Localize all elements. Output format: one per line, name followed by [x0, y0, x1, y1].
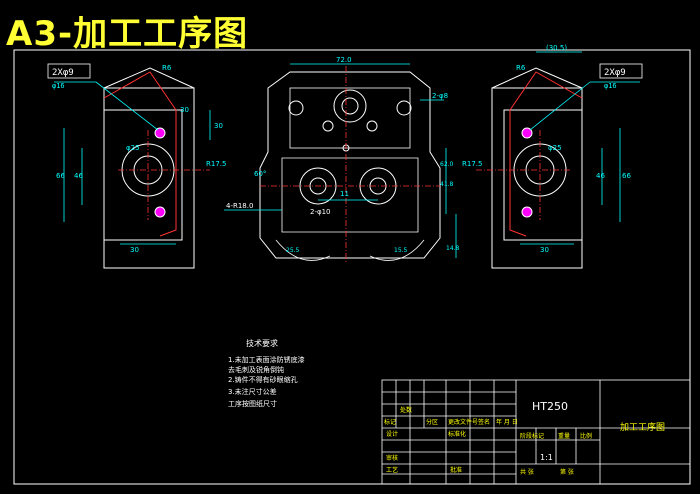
tb-mark-label: 标记: [384, 418, 396, 426]
front-right-vertical-c: 14.8: [446, 245, 460, 252]
front-view: 72.0 2-φ8 62.0 41.8 14.8 4-R18.0 60° 11 …: [224, 56, 460, 262]
tb-signature-label: 签名: [478, 418, 490, 426]
front-left-bore: [299, 167, 337, 205]
tb-sheet-no-label: 第 张: [560, 468, 574, 476]
left-top-slant-dim: 30: [180, 106, 189, 114]
right-hole-count-label: 2Xφ9: [604, 68, 626, 78]
tb-change-doc-label: 更改文件号: [448, 418, 478, 426]
front-upper-recess: [289, 87, 411, 149]
left-inner-height-dim: 46: [74, 172, 83, 180]
tech-requirement-5: 工序按图纸尺寸: [228, 399, 277, 408]
front-right-note: 2-φ8: [432, 92, 448, 100]
left-leader-diag: [95, 81, 159, 131]
scale-value: 1:1: [540, 453, 553, 462]
front-top-boss-inner: [341, 97, 359, 115]
tb-date-label: 年 月 日: [496, 418, 518, 426]
right-outer-height-dim: 66: [622, 172, 631, 180]
title-block-text: HT250 加工工序图 1:1 处数 标记 分区 更改文件号 签名 年 月 日 …: [384, 400, 665, 476]
left-body-outline: [103, 87, 195, 269]
front-right-vertical-b: 41.8: [440, 181, 454, 188]
right-hole-marker-top: [521, 127, 533, 139]
drawing-name: 加工工序图: [620, 421, 665, 433]
right-side-view: 2Xφ9 φ16 (30.5) R6 φ25 R17.5 66 46 30: [462, 44, 643, 269]
front-lower-pocket: [281, 157, 419, 233]
front-center-small-dim: 11: [340, 190, 349, 198]
right-inner-height-dim: 46: [596, 172, 605, 180]
front-center-large-dim: 2-φ10: [310, 208, 331, 216]
right-top-boss: [491, 67, 583, 89]
tb-weight-label: 重量: [558, 432, 570, 440]
material-label: HT250: [532, 400, 568, 413]
tb-design-label: 设计: [386, 430, 398, 438]
right-chamfer-dim: R6: [516, 64, 526, 72]
tb-ratio-label: 比例: [580, 432, 592, 440]
left-hole-marker-top: [154, 127, 166, 139]
left-chamfer-dim: R6: [162, 64, 172, 72]
front-upper-hole-left: [288, 100, 304, 116]
right-bore-dim: φ25: [548, 144, 562, 152]
left-hole-marker-bottom: [154, 206, 166, 218]
left-outer-height-dim: 66: [56, 172, 65, 180]
left-hole-count-label: 2Xφ9: [52, 68, 74, 78]
left-bottom-dim: 30: [130, 246, 139, 254]
right-radius-dim: R17.5: [462, 160, 482, 168]
front-small-hole-left: [322, 120, 334, 132]
title-block: [381, 379, 691, 485]
tb-stage-mark-label: 阶段标记: [520, 432, 544, 440]
left-inner-outline: [103, 109, 183, 241]
right-inner-outline: [503, 109, 583, 241]
left-counterbore-label: φ16: [52, 82, 65, 90]
left-bore-dim: φ25: [126, 144, 140, 152]
tb-review-label: 审核: [386, 454, 398, 462]
tech-requirements-title: 技术要求: [246, 338, 278, 348]
tb-process-label: 工艺: [386, 466, 398, 474]
right-bottom-dim: 30: [540, 246, 549, 254]
front-body-outline: [259, 71, 441, 259]
left-top-boss: [103, 67, 195, 89]
right-leader-diag: [529, 81, 591, 131]
tech-requirements-block: 技术要求 1.未加工表面涂防锈底漆 去毛刺及锐角倒钝 2.铸件不得有砂眼缩孔 3…: [228, 338, 305, 408]
right-body-outline: [491, 87, 583, 269]
tb-zone-label: 分区: [426, 418, 438, 426]
tech-requirement-2: 去毛刺及锐角倒钝: [228, 365, 284, 374]
right-center-profile: [509, 71, 583, 237]
front-top-boss: [333, 89, 367, 123]
tb-count-label: 处数: [400, 406, 412, 414]
front-angle-dim: 60°: [254, 170, 266, 178]
front-small-hole-right: [366, 120, 378, 132]
right-label-box: [599, 63, 643, 79]
right-top-width-dim: (30.5): [546, 44, 567, 52]
sheet-border: [13, 49, 691, 485]
title-block-frame: [381, 379, 691, 485]
tb-approve-label: 批准: [450, 466, 462, 474]
front-bottom-fillets: [275, 239, 425, 261]
tech-requirement-3: 2.铸件不得有砂眼缩孔: [228, 375, 298, 384]
front-upper-hole-right: [396, 100, 412, 116]
right-counterbore-label: φ16: [604, 82, 617, 90]
front-bottom-right-dim: 15.5: [394, 247, 408, 254]
drawing-heading: A3-加工工序图: [6, 14, 249, 54]
tech-requirement-4: 3.未注尺寸公差: [228, 387, 277, 396]
front-top-width-dim: 72.0: [336, 56, 352, 64]
left-top-vertical-dim: 30: [214, 122, 223, 130]
left-center-profile: [103, 71, 177, 237]
front-right-vertical-a: 62.0: [440, 161, 454, 168]
tech-requirement-1: 1.未加工表面涂防锈底漆: [228, 355, 305, 364]
left-side-view: 2Xφ9 φ16 R6 30 30 φ25 R17.5 66 46 30: [47, 63, 226, 269]
front-left-note: 4-R18.0: [226, 202, 253, 210]
tb-sheet-total-label: 共 张: [520, 468, 534, 476]
front-bottom-left-dim: 25.5: [286, 247, 300, 254]
right-hole-marker-bottom: [521, 206, 533, 218]
left-radius-dim: R17.5: [206, 160, 226, 168]
tb-standardize-label: 标准化: [448, 430, 466, 438]
left-label-box: [47, 63, 91, 79]
